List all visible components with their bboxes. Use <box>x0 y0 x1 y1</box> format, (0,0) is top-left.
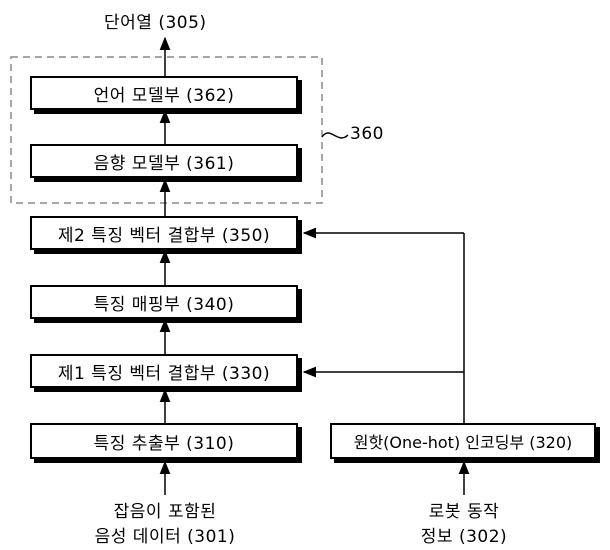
output-label: 단어열 (305) <box>104 13 207 33</box>
acoustic-model-block: 음향 모델부 (361) <box>30 144 298 178</box>
feature-extraction-block: 특징 추출부 (310) <box>30 423 298 459</box>
feature-mapping-block: 특징 매핑부 (340) <box>30 285 298 319</box>
feature-combiner-1-block: 제1 특징 벡터 결합부 (330) <box>30 354 298 388</box>
speech-input-line1: 잡음이 포함된 <box>113 502 217 522</box>
group-reference-leader <box>321 132 349 139</box>
language-model-block: 언어 모델부 (362) <box>30 76 298 110</box>
model-group-boundary <box>10 56 323 204</box>
robot-input-line2: 정보 (302) <box>420 527 508 547</box>
feature-combiner-2-block: 제2 특징 벡터 결합부 (350) <box>30 216 298 250</box>
onehot-encoding-block: 원핫(One-hot) 인코딩부 (320) <box>330 423 596 459</box>
group-reference-label: 360 <box>350 124 384 144</box>
speech-input-line2: 음성 데이터 (301) <box>94 527 236 547</box>
robot-input-line1: 로봇 동작 <box>428 502 500 522</box>
